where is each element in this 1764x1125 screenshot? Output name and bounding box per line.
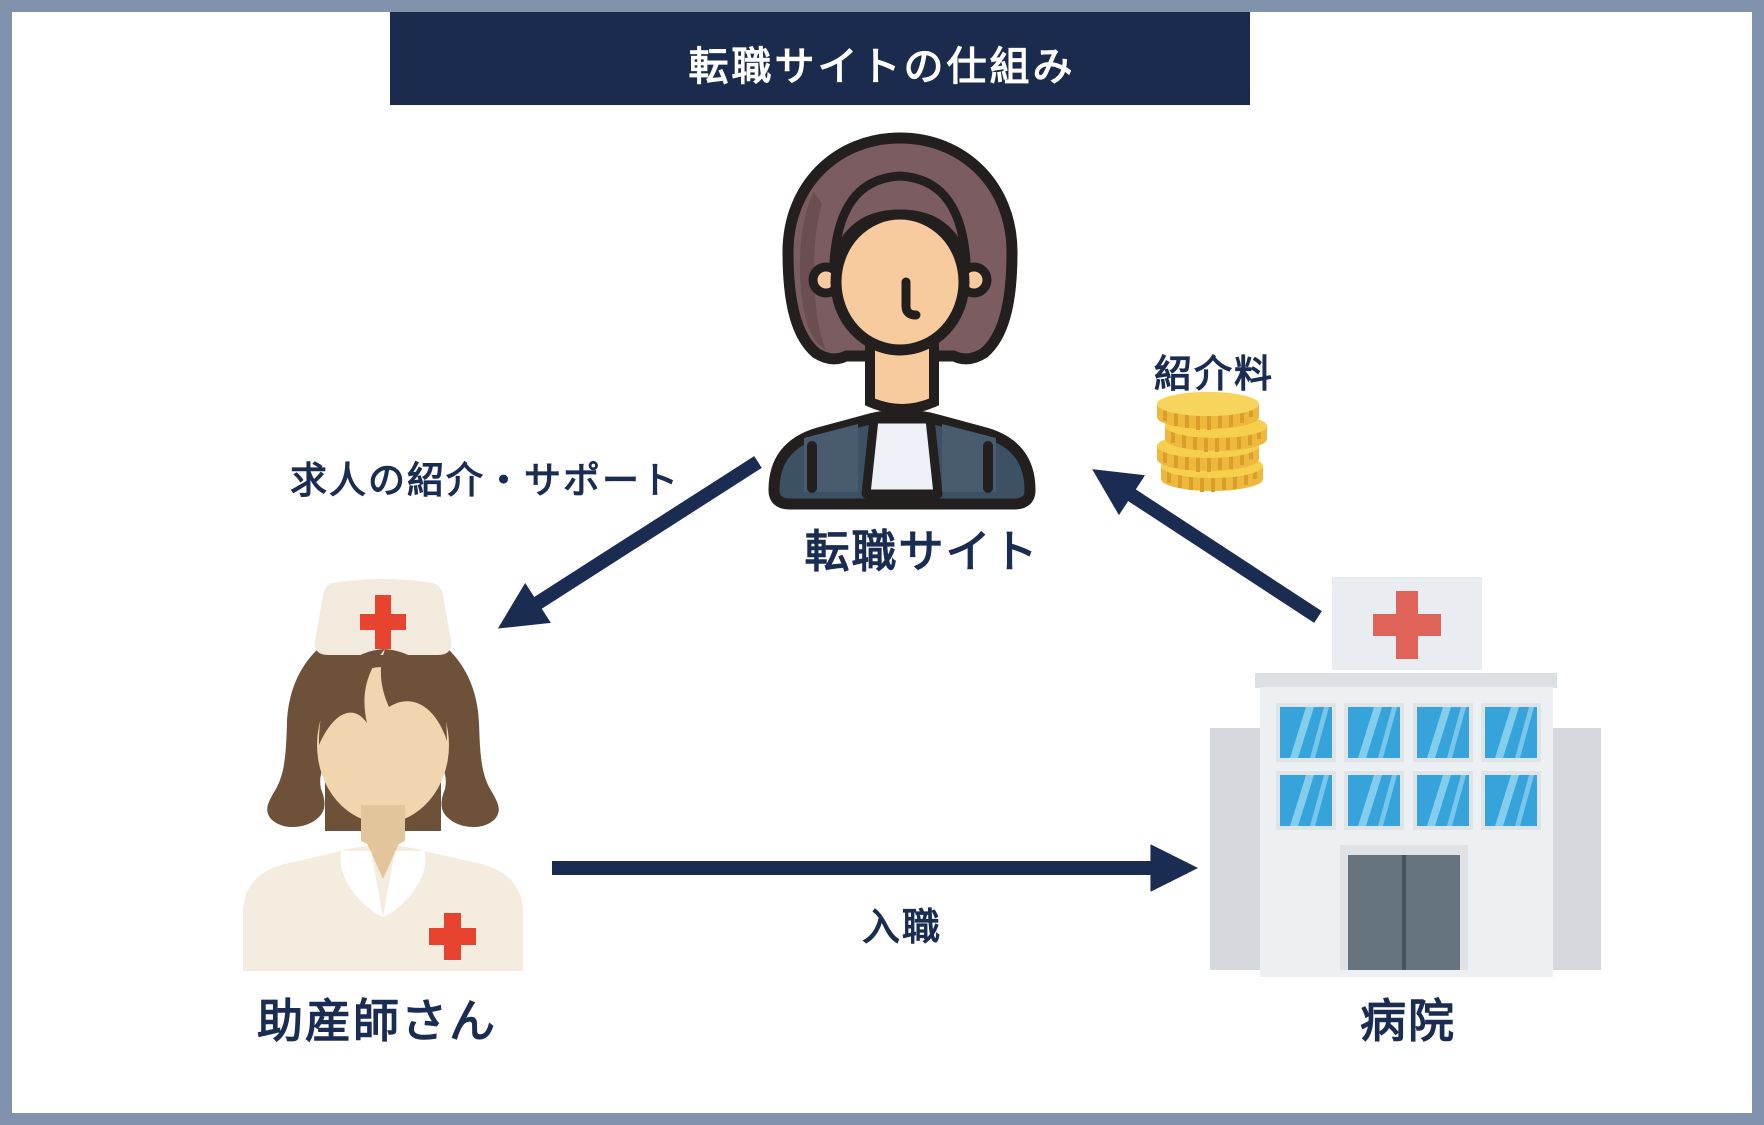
hospital-cross-icon bbox=[1373, 591, 1441, 659]
cap-cross-icon bbox=[360, 595, 406, 649]
arrow-hospital-to-agency bbox=[1092, 469, 1322, 623]
diagram-title: 転職サイトの仕組み bbox=[688, 45, 1076, 89]
referral-fee-label: 紹介料 bbox=[1153, 354, 1275, 396]
title-banner bbox=[390, 12, 1250, 105]
businesswoman-avatar-icon bbox=[768, 132, 1036, 510]
agency-label: 転職サイト bbox=[804, 526, 1040, 577]
hospital-building-icon bbox=[1210, 577, 1601, 977]
arrow-agency-to-midwife bbox=[497, 456, 762, 629]
midwife-label: 助産師さん bbox=[257, 995, 497, 1047]
coins-icon bbox=[1155, 390, 1269, 492]
nurse-avatar-icon bbox=[243, 579, 523, 971]
hospital-label: 病院 bbox=[1360, 995, 1456, 1047]
support-label: 求人の紹介・サポート bbox=[290, 460, 680, 501]
chest-cross-icon bbox=[429, 913, 476, 960]
employment-label: 入職 bbox=[861, 907, 943, 949]
